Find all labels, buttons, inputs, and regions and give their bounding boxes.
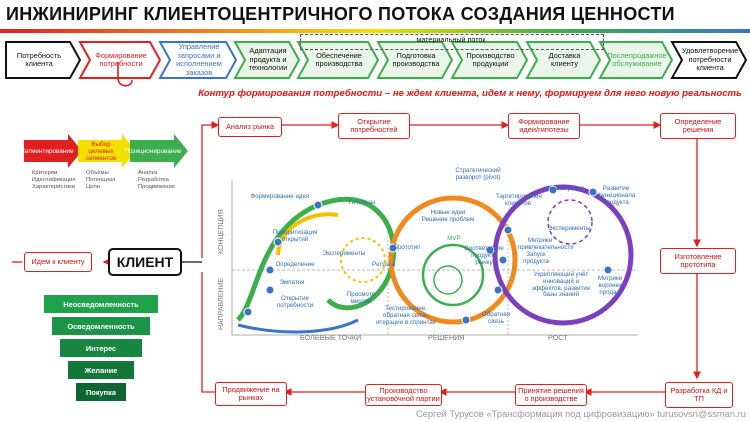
stp-arrow-shape-1 xyxy=(24,134,82,168)
green-loop-label-6: Гипотезы xyxy=(348,199,376,206)
purple-loop-label-6: Запуск продукта xyxy=(523,251,549,265)
box-pilot-batch: Производство установочной партии xyxy=(365,384,442,406)
purple-loop-label-7: Укрепляющий учёт инноваций и эффектов, р… xyxy=(531,271,591,299)
chevron-label-8: Доставка клиенту xyxy=(548,50,581,68)
stp-arrow-sub-3: Анализ Разработка Продвижение xyxy=(138,170,175,190)
chevron-2 xyxy=(78,41,162,79)
funnel-stage-4: Желание xyxy=(68,361,134,379)
orange-loop-label-4: Соответствие продукта рынку xyxy=(464,245,504,266)
axis-concept: КОНЦЕПЦИЯ xyxy=(218,196,228,256)
phase-label-1: БОЛЕВЫЕ ТОЧКИ xyxy=(300,333,362,342)
chevron-label-2: Формирование потребности xyxy=(95,50,147,68)
client-box: КЛИЕНТ xyxy=(108,248,182,276)
green-loop-label-8: Persona xyxy=(372,261,396,268)
chevron-label-7: Производство продукции xyxy=(466,50,515,68)
chevron-label-1: Потребность клиента xyxy=(16,50,62,68)
contour-title: Контур формирования потребности – не жде… xyxy=(198,88,742,99)
chevron-5 xyxy=(296,41,380,79)
chevron-label-6: Подготовка производства xyxy=(392,50,440,68)
box-idea-hypothesis: Формирование идеи/гипотезы xyxy=(508,113,580,139)
axis-direction: НАПРАВЛЕНИЕ xyxy=(218,272,228,332)
stp-arrow-label-3: Позиционирование xyxy=(124,147,182,155)
stp-arrow-label-2: Выбор целевых сегментов xyxy=(85,140,117,162)
box-prototype: Изготовление прототипа xyxy=(660,248,736,274)
chevron-10 xyxy=(670,41,748,79)
box-kd-tp: Разработка КД и ТП xyxy=(665,382,733,408)
orange-loop-label-5: Обратная связь xyxy=(481,311,511,325)
chevron-8 xyxy=(525,41,602,79)
box-needs-discovery: Открытие потребностей xyxy=(338,113,410,139)
green-loop-label-7: Эксперименты xyxy=(322,250,366,257)
phase-label-3: РОСТ xyxy=(548,333,568,342)
box-market-analysis: Анализ рынка xyxy=(218,117,282,137)
value-stream-chevrons xyxy=(5,41,748,79)
purple-loop-label-5: Метрики привлекательности xyxy=(518,237,574,251)
green-loop-label-9: Прототип xyxy=(393,244,421,251)
funnel-stage-2: Осведомленность xyxy=(52,317,150,335)
material-flow-label: материальный поток xyxy=(416,35,486,44)
green-loop-label-2: Приоритизация открытий xyxy=(272,229,318,243)
green-loop-label-4: Эмпатия xyxy=(279,279,305,286)
green-loop-label-5: Открытие потребности xyxy=(276,295,314,309)
chevron-label-9: Послепродажное обслуживание xyxy=(607,50,667,68)
purple-loop-label-8: Метрики воронки продаж xyxy=(597,275,623,296)
chevron-1 xyxy=(5,41,82,79)
purple-loop-label-2: Развитие функционала продукта xyxy=(596,185,636,206)
author-footer: Сергей Турусов «Трансформация под цифров… xyxy=(415,408,746,419)
orange-loop-label-2: Новые идеи Решение проблем xyxy=(421,209,475,223)
box-production-decision: Принятие решения о производстве xyxy=(515,384,587,406)
stp-arrow-label-1: Сегментирование xyxy=(20,147,74,155)
green-loop-label-10: Просмотр миссии xyxy=(346,291,376,305)
chevron-label-4: Адаптация продукта и технологии xyxy=(248,46,288,73)
chevron-9 xyxy=(598,41,674,79)
purple-loop-label-4: Эксперименты xyxy=(548,225,591,232)
funnel-stage-1: Неосведомленность xyxy=(44,295,158,313)
orange-loop-label-6: Тестирование, обратная связь, итерации в… xyxy=(376,305,436,326)
chevron-7 xyxy=(450,41,529,79)
orange-loop-label-3: MVP xyxy=(447,235,461,242)
phase-label-2: РЕШЕНИЯ xyxy=(428,333,465,342)
material-flow-bracket xyxy=(300,34,604,50)
green-loop-label-1: Формирование идеи xyxy=(250,193,310,200)
chevron-3 xyxy=(158,41,238,79)
chevron-6 xyxy=(376,41,454,79)
box-market-promotion: Продвижение на рынках xyxy=(215,382,287,406)
chevron-label-3: Управление запросами и исполнением заказ… xyxy=(176,42,222,77)
title-underline xyxy=(0,29,750,33)
purple-loop-label-1: Каналы роста xyxy=(544,185,584,192)
stp-arrow-shape-2 xyxy=(78,134,136,168)
green-loop-label-3: Определение xyxy=(275,261,315,268)
stp-arrow-sub-2: Объёмы Потенциал Цели xyxy=(86,170,116,190)
funnel-stage-5: Покупка xyxy=(76,383,126,401)
orange-loop-label-1: Стратегический разворот (pivot) xyxy=(455,167,501,181)
funnel-stage-3: Интерес xyxy=(60,339,142,357)
box-solution-definition: Определение решения xyxy=(660,113,736,139)
axis-concept-label: КОНЦЕПЦИЯ xyxy=(218,209,225,254)
chevron-label-10: Удовлетворение потребности клиента xyxy=(681,46,739,73)
box-go-to-client: Идем к клиенту xyxy=(24,252,92,272)
lean-startup-diagram xyxy=(231,180,638,336)
axis-direction-label: НАПРАВЛЕНИЕ xyxy=(218,277,225,330)
stp-arrow-sub-1: Критерии Идентификация Характеристики xyxy=(32,170,76,190)
purple-loop-label-3: Таргетирование клиентов xyxy=(496,193,542,207)
chevron-4 xyxy=(233,41,301,79)
chevron-label-5: Обеспечение производства xyxy=(315,50,363,68)
page-title: ИНЖИНИРИНГ КЛИЕНТОЦЕНТРИЧНОГО ПОТОКА СОЗ… xyxy=(6,4,675,24)
stp-arrow-shape-3 xyxy=(130,134,188,168)
